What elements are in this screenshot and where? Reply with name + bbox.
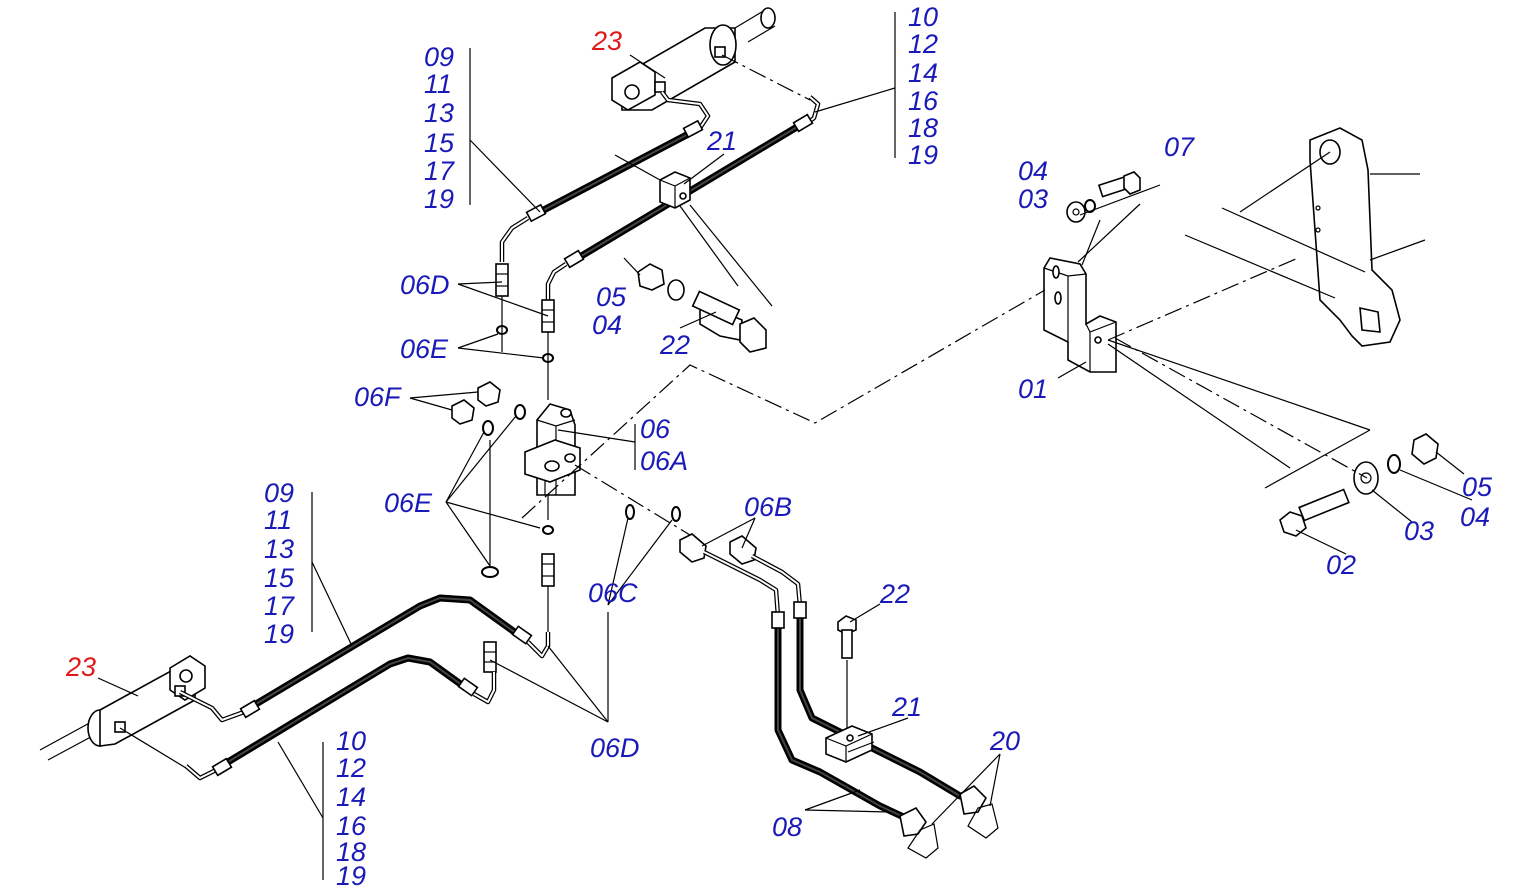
bracket: [1043, 257, 1117, 373]
label-oring-mid: 06E: [384, 488, 433, 518]
label-bolt-bottom: 22: [879, 579, 910, 609]
label-stack-bottom-right: 10 12 14 16 18 19: [336, 726, 367, 887]
label-18: 18: [908, 113, 938, 143]
label-stack-bottom-left: 09 11 13 15 17 19: [264, 478, 295, 649]
label-nut-05: 05: [1462, 472, 1493, 502]
bottom-cylinder: [39, 655, 206, 761]
label-15: 15: [424, 128, 455, 158]
label-clamp-top: 21: [706, 126, 737, 156]
label-19: 19: [336, 861, 366, 887]
label-bracket-flat-washer: 03: [1018, 184, 1048, 214]
bottom-bolt: [837, 615, 857, 728]
valve-block: [524, 403, 581, 496]
label-stack-top-right: 10 12 14 16 18 19: [908, 2, 939, 170]
label-17: 17: [264, 591, 295, 621]
plug-fittings: [451, 381, 526, 436]
label-19: 19: [264, 619, 294, 649]
label-13: 13: [424, 98, 454, 128]
label-17: 17: [424, 156, 455, 186]
quick-couplers: [899, 785, 999, 859]
label-plug: 06F: [354, 382, 402, 412]
fitting-06b: [679, 533, 757, 565]
label-cylinder-top: 23: [591, 26, 622, 56]
label-washer-04: 04: [1460, 502, 1490, 532]
label-09: 09: [424, 42, 454, 72]
bolt-02-assembly: [1279, 433, 1439, 537]
label-19: 19: [424, 184, 454, 214]
label-valve-06a: 06A: [640, 446, 688, 476]
label-12: 12: [908, 29, 938, 59]
bottom-hose-lower: [211, 654, 497, 777]
label-18: 18: [336, 837, 366, 867]
label-14: 14: [336, 782, 366, 812]
label-quick-coupler: 20: [989, 726, 1020, 756]
label-11: 11: [424, 69, 452, 99]
label-nut-top: 05: [596, 282, 627, 312]
label-19: 19: [908, 140, 938, 170]
label-adapter-bottom: 06D: [590, 733, 640, 763]
label-fitting-06b: 06B: [744, 492, 792, 522]
label-12: 12: [336, 753, 366, 783]
label-10: 10: [908, 2, 938, 32]
label-09: 09: [264, 478, 294, 508]
label-hoses-bottom: 08: [772, 812, 802, 842]
label-clamp-bottom: 21: [891, 692, 922, 722]
label-bracket: 01: [1018, 374, 1048, 404]
label-cylinder-bottom: 23: [65, 652, 96, 682]
top-hose-left: [499, 119, 704, 262]
nut-05-washer-04-bolt-22: [637, 263, 767, 353]
label-16: 16: [336, 811, 367, 841]
label-oring-top: 06E: [400, 334, 449, 364]
label-16: 16: [908, 86, 939, 116]
label-stack-top-left: 09 11 13 15 17 19: [424, 42, 455, 214]
label-14: 14: [908, 58, 938, 88]
mounting-plate: [1309, 127, 1401, 347]
top-clamp: [659, 171, 691, 209]
label-washer-03: 03: [1404, 516, 1434, 546]
bottom-hoses: [771, 601, 964, 824]
label-11: 11: [264, 505, 292, 535]
label-10: 10: [336, 726, 366, 756]
bracket-bolt-07: [1066, 171, 1141, 223]
bottom-hose-upper: [239, 594, 551, 719]
label-bolt-02: 02: [1326, 550, 1356, 580]
label-oring-06c: 06C: [588, 578, 638, 608]
label-valve: 06: [640, 414, 671, 444]
label-bolt-top: 22: [659, 330, 690, 360]
label-adapter-top: 06D: [400, 270, 450, 300]
label-washer-top: 04: [592, 310, 622, 340]
label-13: 13: [264, 534, 294, 564]
label-bracket-washer: 04: [1018, 156, 1048, 186]
label-15: 15: [264, 563, 295, 593]
label-bracket-bolt: 07: [1164, 132, 1195, 162]
top-cylinder: [611, 7, 776, 111]
